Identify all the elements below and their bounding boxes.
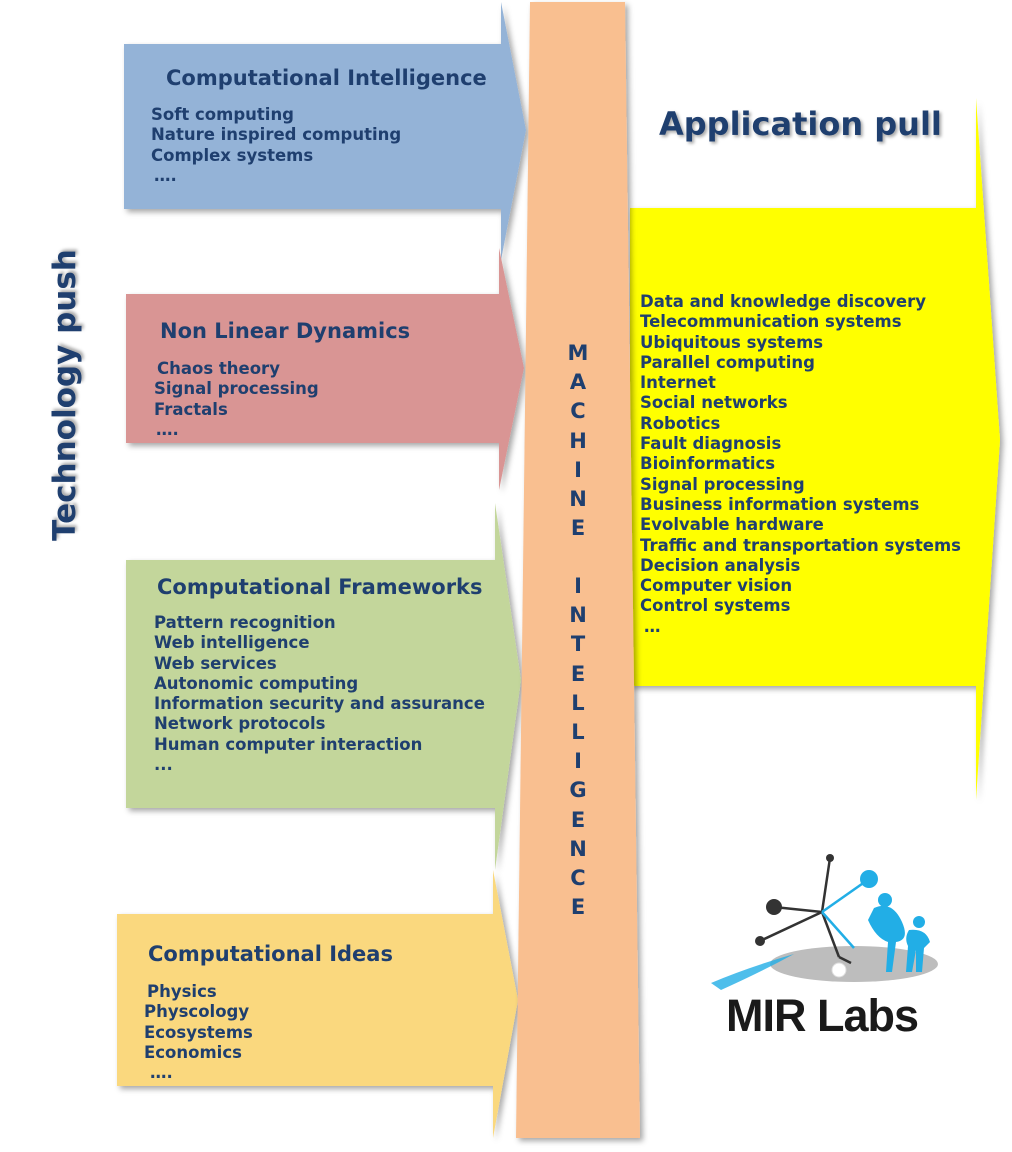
list-item: Telecommunication systems: [640, 312, 902, 332]
letter: N: [569, 836, 587, 861]
logo-network-lines: [759, 857, 852, 965]
box-title-non-linear-dynamics: Non Linear Dynamics: [160, 319, 411, 343]
list-item: Social networks: [640, 393, 788, 413]
list-item: Parallel computing: [640, 352, 815, 372]
list-item: ...: [154, 755, 173, 775]
logo-node: [755, 936, 765, 946]
letter: E: [570, 807, 586, 832]
logo-node: [826, 854, 834, 862]
arrow-computational-frameworks: [126, 503, 521, 870]
logo-ellipse: [770, 946, 938, 982]
letter: I: [574, 457, 582, 482]
list-item: Human computer interaction: [154, 734, 423, 754]
letter: E: [570, 661, 586, 686]
list-item: Business information systems: [640, 494, 920, 514]
list-item: Physics: [147, 982, 217, 1001]
intelligence-label: I N T E L L I G E N C E: [566, 572, 590, 922]
list-item: Fractals: [154, 399, 228, 419]
list-item: Signal processing: [640, 474, 805, 494]
list-item: Nature inspired computing: [151, 125, 402, 145]
list-item: ….: [156, 419, 179, 439]
list-item: Computer vision: [640, 576, 793, 596]
list-item: Network protocols: [154, 714, 326, 734]
list-non-linear-dynamics: Chaos theory Signal processing Fractals …: [154, 359, 319, 440]
list-item: Robotics: [640, 413, 721, 433]
logo-text: MIR Labs: [726, 990, 919, 1041]
arrow-computational-ideas: [117, 870, 518, 1138]
list-computational-intelligence: Soft computing Nature inspired computing…: [151, 105, 401, 186]
letter: L: [571, 720, 585, 745]
list-item: Chaos theory: [157, 359, 280, 378]
letter: A: [569, 370, 587, 395]
letter: E: [570, 895, 586, 920]
letter: I: [574, 574, 582, 598]
logo-node: [766, 899, 782, 915]
logo-node: [831, 962, 847, 978]
box-title-computational-frameworks: Computational Frameworks: [157, 575, 483, 599]
list-item: Traffic and transportation systems: [640, 535, 961, 555]
application-pull-title: Application pull: [659, 105, 942, 143]
letter: N: [569, 487, 587, 512]
letter: N: [569, 603, 587, 628]
box-title-computational-ideas: Computational Ideas: [148, 942, 393, 966]
letter: I: [574, 749, 582, 774]
list-item: ….: [150, 1063, 173, 1083]
letter: G: [569, 778, 587, 803]
letter: M: [567, 341, 589, 365]
logo-figures: [868, 893, 930, 972]
list-computational-ideas: Physics Physcology Ecosystems Economics …: [144, 982, 253, 1083]
arrow-non-linear-dynamics: [126, 248, 524, 490]
application-pull-arrow: [630, 98, 1000, 800]
list-item: Economics: [144, 1042, 242, 1062]
letter: H: [569, 428, 587, 453]
technology-push-text: Technology push: [47, 249, 83, 541]
logo-network-lines-blue: [821, 877, 870, 949]
list-item: Bioinformatics: [640, 454, 776, 474]
letter: C: [570, 866, 586, 891]
list-item: Web intelligence: [154, 633, 310, 653]
list-item: Physcology: [144, 1002, 250, 1022]
list-item: Ubiquitous systems: [640, 332, 824, 352]
mir-labs-logo: [711, 854, 938, 990]
list-item: Ecosystems: [144, 1022, 253, 1042]
letter: L: [571, 690, 585, 715]
list-item: Control systems: [640, 596, 791, 616]
list-item: Fault diagnosis: [640, 434, 782, 454]
arrow-computational-intelligence: [124, 2, 526, 260]
list-item: Evolvable hardware: [640, 515, 824, 535]
box-title-computational-intelligence: Computational Intelligence: [166, 66, 487, 90]
list-item: Data and knowledge discovery: [640, 292, 926, 311]
machine-label: M A C H I N E: [566, 339, 590, 543]
letter: T: [570, 632, 586, 657]
list-item: ….: [154, 165, 177, 185]
logo-splash: [711, 954, 794, 990]
machine-intelligence-bar: [516, 2, 640, 1138]
list-item: Decision analysis: [640, 555, 801, 575]
list-item: Information security and assurance: [154, 694, 485, 714]
list-item: Pattern recognition: [154, 613, 336, 632]
letter: E: [570, 516, 586, 541]
logo-node: [860, 870, 878, 888]
list-item: Signal processing: [154, 379, 319, 399]
list-item: …: [644, 616, 661, 636]
list-item: Web services: [154, 653, 277, 673]
list-item: Autonomic computing: [154, 673, 359, 693]
application-list: Data and knowledge discovery Telecommuni…: [640, 292, 961, 637]
list-item: Internet: [640, 373, 716, 393]
letter: C: [570, 399, 586, 424]
list-item: Complex systems: [151, 145, 314, 165]
list-item: Soft computing: [151, 105, 294, 124]
list-computational-frameworks: Pattern recognition Web intelligence Web…: [154, 613, 485, 775]
